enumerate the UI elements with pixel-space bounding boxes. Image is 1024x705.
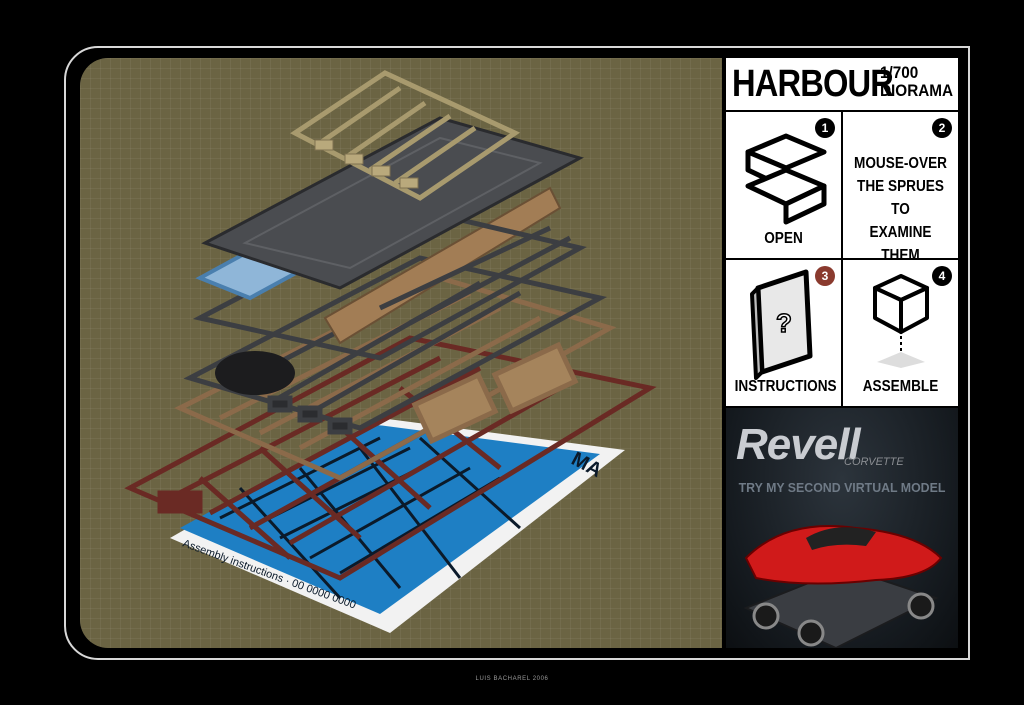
instruction-sheet[interactable]: MA Assembly instructions · 00 0000 0000 (170, 418, 625, 633)
page-title: HARBOUR (732, 63, 894, 105)
corvette-model-illustration (743, 525, 943, 648)
assemble-cube-icon (873, 274, 929, 368)
open-box-icon (745, 133, 827, 225)
step-mouseover-text: MOUSE-OVER THE SPRUES TO EXAMINE THEM (854, 155, 947, 264)
title-diorama: DIORAMA (880, 81, 954, 100)
side-panel: HARBOUR 1/700 DIORAMA 1 OPEN 2 MOUSE-OVE… (724, 58, 958, 648)
step-instructions-button[interactable]: 3 ? INSTRUCTIONS (726, 260, 841, 406)
title-scale: 1/700 (880, 63, 919, 82)
exploded-sprues-illustration: MA Assembly instructions · 00 0000 0000 (124, 70, 657, 633)
title-subtitle: 1/700 DIORAMA (880, 64, 953, 100)
step-number-1: 1 (815, 118, 835, 138)
sprue-red[interactable] (124, 335, 657, 581)
step-assemble-button[interactable]: 4 ASSEMBLE (843, 260, 958, 406)
step-number-3: 3 (815, 266, 835, 286)
step-number-2: 2 (932, 118, 952, 138)
sprue-tan[interactable] (290, 70, 521, 201)
step-open-button[interactable]: 1 OPEN (726, 112, 841, 258)
revell-logo: Revell (736, 420, 861, 469)
step-mouseover-hint: 2 MOUSE-OVER THE SPRUES TO EXAMINE THEM (843, 112, 958, 264)
title-banner: HARBOUR 1/700 DIORAMA (726, 58, 958, 110)
step-open-label: OPEN (764, 230, 803, 247)
corvette-ad-banner[interactable]: Revell CORVETTE TRY MY SECOND VIRTUAL MO… (726, 408, 958, 648)
ad-tagline: TRY MY SECOND VIRTUAL MODEL (738, 480, 946, 495)
monitor-frame (64, 46, 970, 660)
author-credit: LUIS BACHAREL 2006 (475, 676, 549, 682)
svg-text:?: ? (776, 308, 792, 338)
instructions-book-icon: ? (750, 269, 813, 380)
model-kit-canvas[interactable]: MA Assembly instructions · 00 0000 0000 (80, 58, 722, 648)
corvette-logo: CORVETTE (844, 456, 904, 468)
step-assemble-label: ASSEMBLE (862, 378, 939, 395)
step-number-4: 4 (932, 266, 952, 286)
step-instructions-label: INSTRUCTIONS (734, 378, 837, 395)
